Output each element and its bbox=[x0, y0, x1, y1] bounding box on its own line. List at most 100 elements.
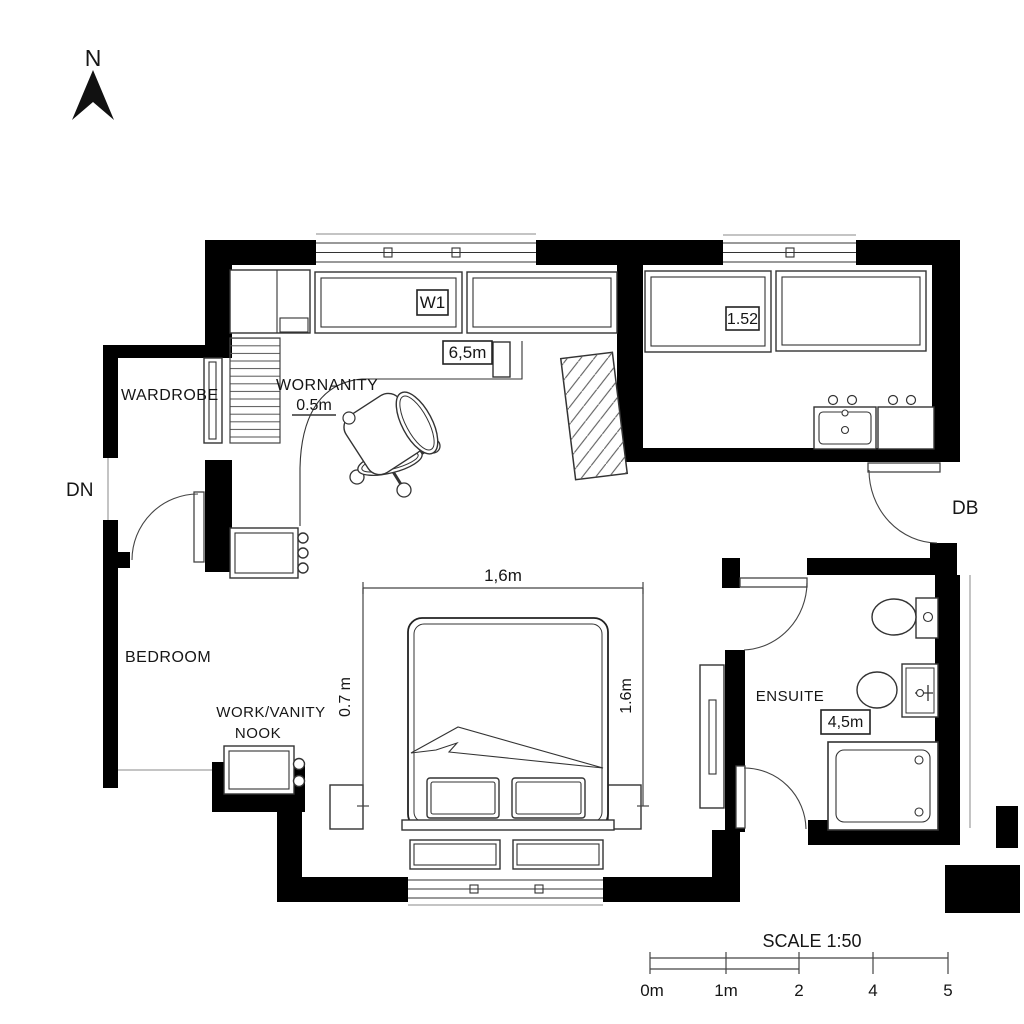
faucet-icon bbox=[905, 394, 917, 406]
wall-segment bbox=[617, 448, 960, 462]
wardrobe-shelves bbox=[229, 337, 281, 444]
faucet-icon bbox=[846, 394, 858, 406]
upper-room: 1.52 bbox=[644, 270, 935, 450]
dn-label: DN bbox=[66, 480, 93, 501]
wardrobe-unit bbox=[203, 337, 281, 444]
laundry-sink bbox=[813, 394, 935, 450]
window-mullion bbox=[451, 247, 461, 258]
drain-icon bbox=[840, 425, 850, 435]
db-door-leaf bbox=[867, 462, 941, 473]
office-chair bbox=[342, 391, 441, 498]
wall-segment bbox=[935, 575, 960, 832]
counter-unit bbox=[877, 406, 935, 450]
cabinet-knob bbox=[292, 757, 306, 771]
bed-width-label: 1,6m bbox=[484, 566, 522, 585]
mirror-panel bbox=[699, 664, 725, 809]
scale-tick-2: 2 bbox=[794, 981, 803, 1000]
desk-dimension-label: 6,5m bbox=[449, 343, 487, 362]
desk-cabinet bbox=[229, 269, 311, 334]
divider-panel bbox=[699, 664, 725, 809]
upper-room-dimension-label: 1.52 bbox=[727, 311, 758, 328]
wall-segment bbox=[103, 345, 118, 458]
bedroom-label: BEDROOM bbox=[125, 649, 211, 666]
wall-segment bbox=[996, 806, 1018, 848]
db-door-arc bbox=[868, 469, 938, 544]
scale-tick-0: 0m bbox=[640, 981, 664, 1000]
upper-room-dimension-tag: 1.52 bbox=[725, 306, 760, 331]
faucet-icon bbox=[887, 394, 899, 406]
window-mullion bbox=[534, 884, 544, 894]
window-mullion bbox=[785, 247, 795, 258]
cabinet-knob bbox=[297, 562, 309, 574]
wardrobe-label: WARDROBE bbox=[121, 387, 219, 404]
wall-segment bbox=[722, 558, 740, 588]
north-label: N bbox=[85, 45, 102, 71]
nook-cabinet bbox=[223, 745, 295, 795]
scale-tick-1: 1m bbox=[714, 981, 738, 1000]
scale-tick-4: 5 bbox=[943, 981, 952, 1000]
ensuite-area-tag: 4,5m bbox=[820, 709, 871, 735]
vanity-cabinets bbox=[223, 527, 309, 795]
upper-cabinet bbox=[775, 270, 927, 352]
nook-label-line2: NOOK bbox=[235, 725, 281, 742]
ensuite-lower-door-arc bbox=[743, 767, 807, 830]
bed-base bbox=[401, 819, 615, 831]
ensuite-label: ENSUITE bbox=[756, 688, 825, 705]
worktop-edge bbox=[299, 341, 523, 526]
chair-armrest bbox=[342, 411, 356, 425]
bed-blanket-fold bbox=[410, 726, 604, 769]
window-tag-w1: W1 bbox=[416, 289, 449, 316]
wall-segment bbox=[103, 520, 118, 788]
pillow bbox=[511, 777, 586, 819]
wall-segment bbox=[945, 865, 1020, 913]
desk-drawer bbox=[279, 317, 309, 333]
entry-door-arc bbox=[131, 493, 199, 561]
toilet-flush-button bbox=[922, 611, 934, 623]
cabinet-knob bbox=[297, 532, 309, 544]
chair-caster bbox=[396, 482, 412, 498]
toilet-bowl bbox=[871, 598, 917, 636]
ensuite-door-arc bbox=[743, 582, 808, 651]
wall-segment bbox=[932, 240, 960, 462]
wall-segment bbox=[112, 552, 130, 568]
north-arrow: N bbox=[72, 45, 114, 120]
wall-segment bbox=[277, 808, 302, 877]
desk-dimension-tag: 6,5m bbox=[442, 340, 493, 365]
window-bottom bbox=[408, 877, 603, 902]
nightstand bbox=[329, 784, 364, 830]
bed-depth-label-right: 1.6m bbox=[618, 678, 635, 714]
window-mullion bbox=[469, 884, 479, 894]
window-tag-label: W1 bbox=[420, 293, 446, 312]
bed-group bbox=[329, 617, 642, 870]
cabinet-knob bbox=[297, 547, 309, 559]
ensuite-door-leaf bbox=[739, 577, 808, 588]
basin-bowl bbox=[856, 671, 898, 709]
bench-rug bbox=[409, 839, 501, 870]
ensuite-area-label: 4,5m bbox=[828, 714, 864, 731]
bed-dimensions: 1,6m 0.7 m 1.6m bbox=[337, 566, 649, 807]
nook-label-line1: WORK/VANITY bbox=[216, 704, 325, 721]
shower-drain bbox=[914, 807, 924, 817]
shower-tray bbox=[827, 741, 939, 831]
desk-unit bbox=[466, 271, 618, 334]
scale-title: SCALE 1:50 bbox=[762, 931, 861, 951]
ensuite-lower-door-leaf bbox=[735, 765, 746, 829]
chair-backrest bbox=[395, 391, 439, 455]
wall-segment bbox=[807, 558, 948, 575]
pillow bbox=[426, 777, 500, 819]
faucet-icon bbox=[827, 394, 839, 406]
wall-segment bbox=[205, 460, 232, 572]
leaning-mirror bbox=[559, 351, 629, 481]
tap-hole bbox=[841, 409, 849, 417]
ensuite-fixtures bbox=[827, 597, 939, 831]
window-mullion bbox=[383, 247, 393, 258]
db-label: DB bbox=[952, 498, 978, 519]
scale-tick-3: 4 bbox=[868, 981, 877, 1000]
shower-control bbox=[914, 755, 924, 765]
cabinet-knob bbox=[292, 774, 306, 788]
wall-segment bbox=[103, 345, 232, 358]
bench-rug bbox=[512, 839, 604, 870]
